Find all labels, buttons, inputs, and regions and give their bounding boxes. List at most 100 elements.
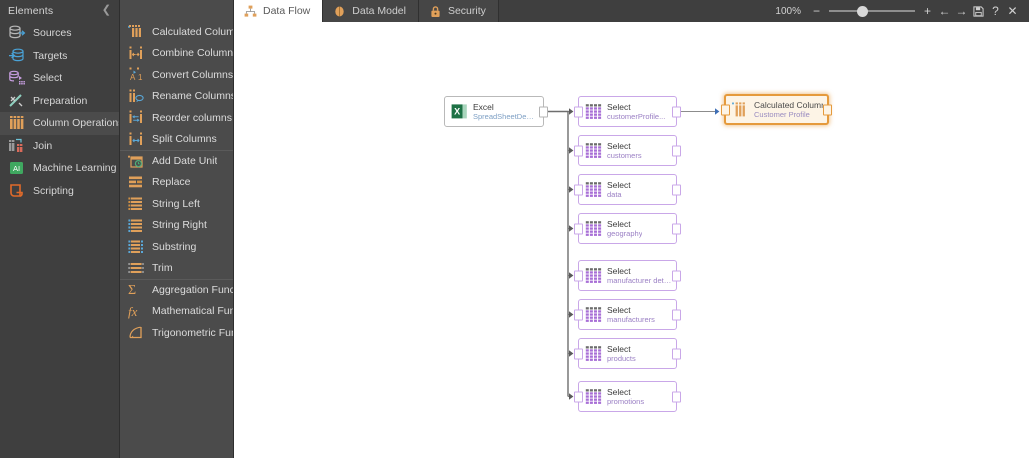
node-output-port[interactable] [672, 184, 681, 195]
node-input-port[interactable] [574, 348, 583, 359]
tab-security[interactable]: Security [418, 0, 499, 22]
operation-item-replace[interactable]: Replace [120, 172, 233, 194]
node-output-port[interactable] [672, 348, 681, 359]
tab-label: Data Flow [263, 5, 311, 17]
node-input-port[interactable] [574, 391, 583, 402]
node-input-port[interactable] [574, 145, 583, 156]
sidebar-item-targets[interactable]: Targets [0, 45, 119, 68]
operation-item-combine-columns[interactable]: Combine Columns [120, 43, 233, 65]
node-title: Select [607, 140, 631, 151]
connector-trunk [548, 110, 569, 397]
select-grid-icon [585, 103, 602, 120]
node-subtitle: customerProfile... [607, 111, 666, 121]
node-output-port[interactable] [672, 391, 681, 402]
question-mark-icon[interactable]: ? [992, 4, 999, 18]
close-x-icon[interactable]: ✕ [1007, 4, 1018, 18]
select-grid-icon [585, 345, 602, 362]
minus-icon[interactable]: − [812, 4, 820, 18]
node-input-port[interactable] [574, 223, 583, 234]
operation-item-string-right[interactable]: String Right [120, 215, 233, 237]
operation-item-add-date-unit[interactable]: Add Date Unit [120, 150, 233, 172]
columns-icon [8, 115, 26, 131]
operation-item-calculated-column[interactable]: Calculated Column [120, 21, 233, 43]
operation-item-label: Mathematical Function [152, 305, 233, 318]
sidebar-item-preparation[interactable]: Preparation [0, 90, 119, 113]
sidebar-item-sources[interactable]: Sources [0, 22, 119, 45]
substring-icon [128, 239, 145, 254]
datamodel-icon [333, 5, 346, 18]
trim-icon [128, 261, 145, 276]
sidebar-item-label: Scripting [33, 184, 74, 197]
string-left-icon [128, 196, 145, 211]
replace-icon [128, 175, 145, 190]
node-output-port[interactable] [672, 145, 681, 156]
node-title: Select [607, 304, 631, 315]
zoom-slider[interactable] [829, 0, 915, 22]
operation-item-reorder-columns[interactable]: Reorder columns [120, 107, 233, 129]
node-output-port[interactable] [823, 104, 832, 115]
operation-item-substring[interactable]: Substring [120, 236, 233, 258]
select-grid-icon [585, 142, 602, 159]
sidebar-item-column-operations[interactable]: Column Operations [0, 112, 119, 135]
node-input-port[interactable] [574, 184, 583, 195]
node-output-port[interactable] [672, 106, 681, 117]
node-output-port[interactable] [672, 223, 681, 234]
arrow-left-icon[interactable]: ← [938, 4, 951, 18]
node-input-port[interactable] [574, 106, 583, 117]
operation-item-trim[interactable]: Trim [120, 258, 233, 280]
node-subtitle: geography [607, 228, 643, 238]
operation-item-label: String Left [152, 197, 200, 210]
node-input-port[interactable] [721, 104, 730, 115]
combine-columns-icon [128, 46, 145, 61]
sidebar-item-select[interactable]: Select [0, 67, 119, 90]
node-output-port[interactable] [672, 309, 681, 320]
tab-data-model[interactable]: Data Model [323, 0, 419, 22]
operation-item-split-columns[interactable]: Split Columns [120, 129, 233, 151]
node-output-port[interactable] [672, 270, 681, 281]
floppy-save-icon[interactable] [970, 0, 987, 22]
node-input-port[interactable] [574, 309, 583, 320]
sidebar-item-label: Preparation [33, 94, 88, 107]
node-title: Calculated Column [754, 99, 823, 110]
chevron-left-icon[interactable]: ❮ [101, 4, 111, 16]
node-subtitle: manufacturers [607, 314, 655, 324]
sidebar-item-join[interactable]: Join [0, 135, 119, 158]
connector-arrow [569, 350, 574, 357]
excel-file-icon: X [451, 103, 468, 120]
node-input-port[interactable] [574, 270, 583, 281]
node-output-port[interactable] [539, 106, 548, 117]
sidebar-item-scripting[interactable]: Scripting [0, 180, 119, 203]
zoom-slider-thumb[interactable] [856, 5, 868, 17]
operation-item-label: Rename Columns [152, 90, 233, 103]
node-title: Select [607, 179, 631, 190]
plus-icon[interactable]: + [923, 4, 931, 18]
tab-data-flow[interactable]: Data Flow [234, 0, 324, 22]
fx-icon: fx [128, 303, 138, 319]
operation-item-mathematical-function[interactable]: fx Mathematical Function [120, 301, 233, 323]
node-title: Select [607, 386, 631, 397]
operation-item-trigonometric-functi[interactable]: Trigonometric Functi... [120, 322, 233, 344]
arrow-right-icon[interactable]: → [955, 4, 968, 18]
operation-item-rename-columns[interactable]: Rename Columns [120, 86, 233, 108]
operation-item-string-left[interactable]: String Left [120, 193, 233, 215]
